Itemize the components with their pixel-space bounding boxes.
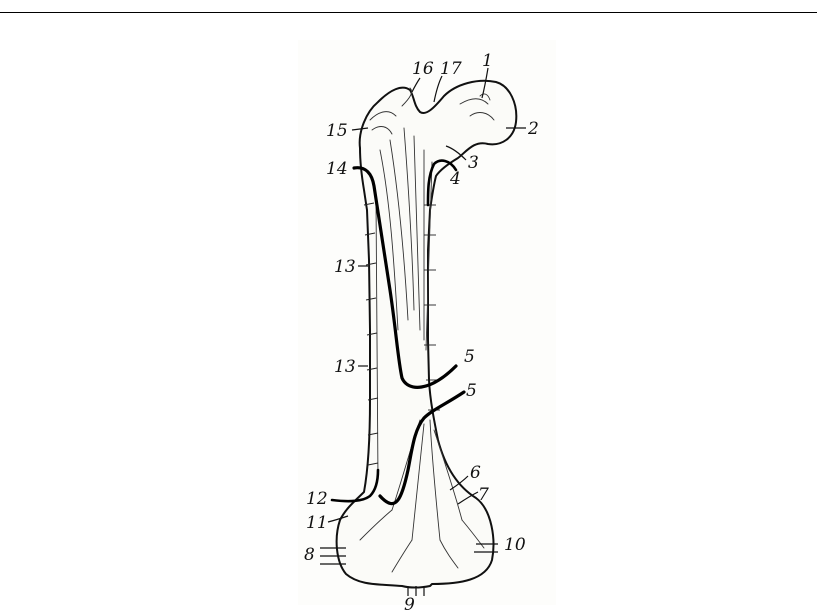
label-2: 2 [527,119,539,139]
label-12: 12 [306,489,328,509]
label-4: 4 [449,169,461,189]
label-6: 6 [470,463,481,483]
label-5-lower: 5 [466,381,477,401]
label-11: 11 [306,513,328,533]
label-8: 8 [304,545,315,565]
label-5-upper: 5 [464,347,475,367]
label-13-lower: 13 [334,357,356,377]
label-15: 15 [326,121,348,141]
label-17: 17 [440,59,462,79]
label-10: 10 [504,535,526,555]
label-16: 16 [412,59,434,79]
label-3: 3 [468,153,479,173]
label-14: 14 [326,159,348,179]
label-13-upper: 13 [334,257,356,277]
label-7: 7 [478,485,489,505]
label-9: 9 [404,595,415,612]
label-1: 1 [482,51,493,71]
